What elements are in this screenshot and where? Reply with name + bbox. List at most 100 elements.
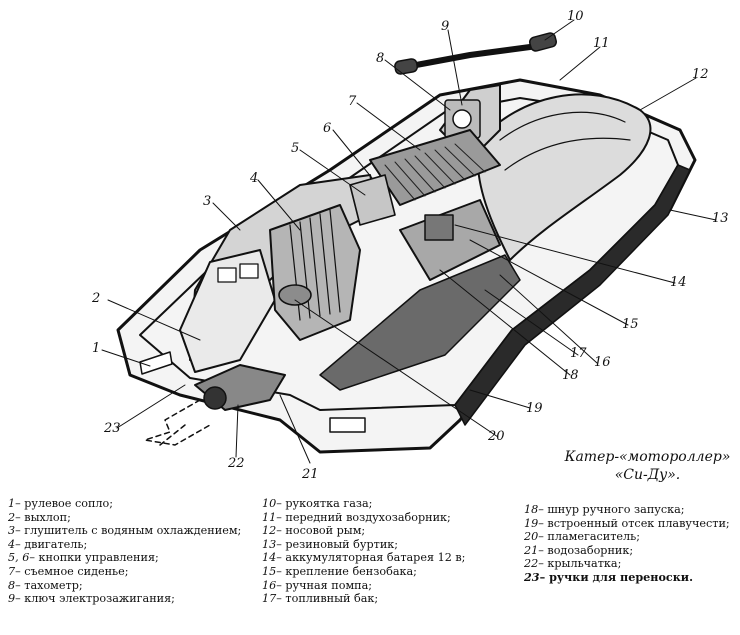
flame-arrester — [278, 284, 312, 306]
legend-number: 7 — [8, 564, 16, 578]
cockpit-floor — [319, 254, 521, 391]
legend-text: – рулевое сопло; — [15, 497, 114, 510]
legend-number: 22 — [524, 557, 539, 571]
callout-number: 1 — [92, 341, 100, 356]
caption-line-1: Катер-«мотороллер» — [564, 449, 731, 465]
legend-text: – носовой рым; — [276, 524, 366, 538]
legend-item: 22 – крыльчатка; — [524, 557, 736, 571]
callout-number: 9 — [441, 19, 449, 34]
legend-item: 1 – рулевое сопло; — [8, 497, 258, 511]
carry-handle-side — [329, 417, 366, 433]
legend-item: 8 – тахометр; — [8, 579, 258, 593]
callout-number: 5 — [291, 141, 299, 156]
legend-text: – топливный бак; — [276, 592, 379, 606]
legend-text: – рукоятка газа; — [276, 497, 373, 510]
callout-number: 11 — [593, 36, 610, 51]
legend-text: – крыльчатка; — [538, 557, 622, 571]
legend-text: – ручки для переноски. — [539, 569, 693, 584]
legend-item: 2 – выхлоп; — [8, 511, 258, 525]
carry-handle-rear — [139, 351, 173, 375]
legend-column-2: 10 – рукоятка газа;11 – передний воздухо… — [262, 497, 524, 606]
callout-number: 2 — [91, 291, 100, 306]
legend-number: 9 — [8, 592, 16, 606]
callout-number: 16 — [594, 355, 611, 370]
legend-number: 19 — [524, 516, 539, 530]
legend-text: – крепление бензобака; — [276, 564, 417, 578]
legend-item: 9 – ключ электрозажигания; — [8, 592, 258, 606]
left-grip — [394, 58, 419, 75]
callout-number: 17 — [570, 346, 587, 361]
legend-item: 20 – пламегаситель; — [524, 530, 736, 544]
legend-number: 23 — [524, 569, 540, 584]
legend-item: 4 – двигатель; — [8, 538, 258, 552]
battery — [424, 214, 454, 241]
legend-text: – аккумуляторная батарея 12 в; — [276, 551, 466, 565]
legend-text: – резиновый буртик; — [276, 537, 399, 551]
legend-number: 2 — [8, 510, 16, 524]
callout-number: 15 — [622, 317, 639, 332]
handlebar — [397, 42, 548, 71]
water-jet-arrow — [144, 399, 211, 446]
legend-number: 17 — [262, 592, 277, 606]
legend-text: – передний воздухозаборник; — [276, 510, 451, 524]
legend-number: 20 — [524, 530, 539, 544]
legend-text: – водозаборник; — [538, 543, 634, 557]
legend-text: – выхлоп; — [15, 510, 71, 524]
legend-item: 18 – шнур ручного запуска; — [524, 503, 736, 517]
control-buttons — [349, 174, 396, 226]
legend-number: 21 — [524, 543, 539, 557]
legend-text: – глушитель с водяным охлаждением; — [15, 524, 242, 538]
legend-number: 16 — [262, 578, 277, 592]
callout-number: 12 — [692, 67, 709, 82]
legend-number: 15 — [262, 564, 277, 578]
legend-number: 1 — [8, 497, 16, 510]
legend-text: – ручная помпа; — [276, 578, 373, 592]
callout-number: 22 — [227, 456, 245, 471]
legend-number: 4 — [8, 537, 16, 551]
legend-text: – тахометр; — [15, 578, 83, 592]
legend-item: 7 – съемное сиденье; — [8, 565, 258, 579]
figure-caption: Катер-«мотороллер» «Си-Ду». — [560, 448, 735, 484]
legend-text: – съемное сиденье; — [15, 564, 129, 578]
legend-text: – двигатель; — [15, 537, 88, 551]
legend-text: – ключ электрозажигания; — [15, 592, 175, 606]
legend-text: – шнур ручного запуска; — [538, 503, 685, 516]
callout-number: 10 — [567, 9, 584, 24]
legend-item: 13 – резиновый буртик; — [262, 538, 524, 552]
legend-number: 18 — [524, 503, 539, 516]
callout-number: 23 — [103, 421, 121, 436]
callout-number: 4 — [249, 171, 258, 186]
callout-number: 19 — [526, 401, 543, 416]
legend-item: 12 – носовой рым; — [262, 524, 524, 538]
legend-item: 15 – крепление бензобака; — [262, 565, 524, 579]
legend-item: 14 – аккумуляторная батарея 12 в; — [262, 551, 524, 565]
throttle-grip — [529, 32, 557, 52]
legend-item: 10 – рукоятка газа; — [262, 497, 524, 511]
callout-number: 20 — [487, 429, 505, 444]
legend-number: 12 — [262, 524, 277, 538]
legend-number: 14 — [262, 551, 277, 565]
callout-number: 8 — [376, 51, 384, 66]
tachometer-dial — [452, 109, 472, 129]
removable-seat — [369, 129, 501, 206]
legend-column-1: 1 – рулевое сопло;2 – выхлоп;3 – глушите… — [8, 497, 258, 606]
callout-number: 18 — [562, 368, 579, 383]
legend-item: 23 – ручки для переноски. — [524, 569, 736, 585]
legend-number: 11 — [262, 510, 277, 524]
legend-column-3: 18 – шнур ручного запуска;19 – встроенны… — [524, 503, 736, 585]
legend-number: 10 — [262, 497, 277, 510]
callout-number: 14 — [670, 275, 687, 290]
legend-number: 5, 6 — [8, 551, 30, 565]
callout-number: 13 — [712, 211, 729, 226]
callout-number: 3 — [203, 194, 211, 209]
nozzle-outlet — [203, 386, 227, 410]
legend-number: 8 — [8, 578, 16, 592]
callout-number: 6 — [323, 121, 331, 136]
callout-number: 21 — [301, 467, 319, 482]
legend-item: 11 – передний воздухозаборник; — [262, 511, 524, 525]
legend-text: – пламегаситель; — [538, 530, 640, 544]
legend-text: – кнопки управления; — [29, 551, 159, 565]
legend-item: 16 – ручная помпа; — [262, 579, 524, 593]
